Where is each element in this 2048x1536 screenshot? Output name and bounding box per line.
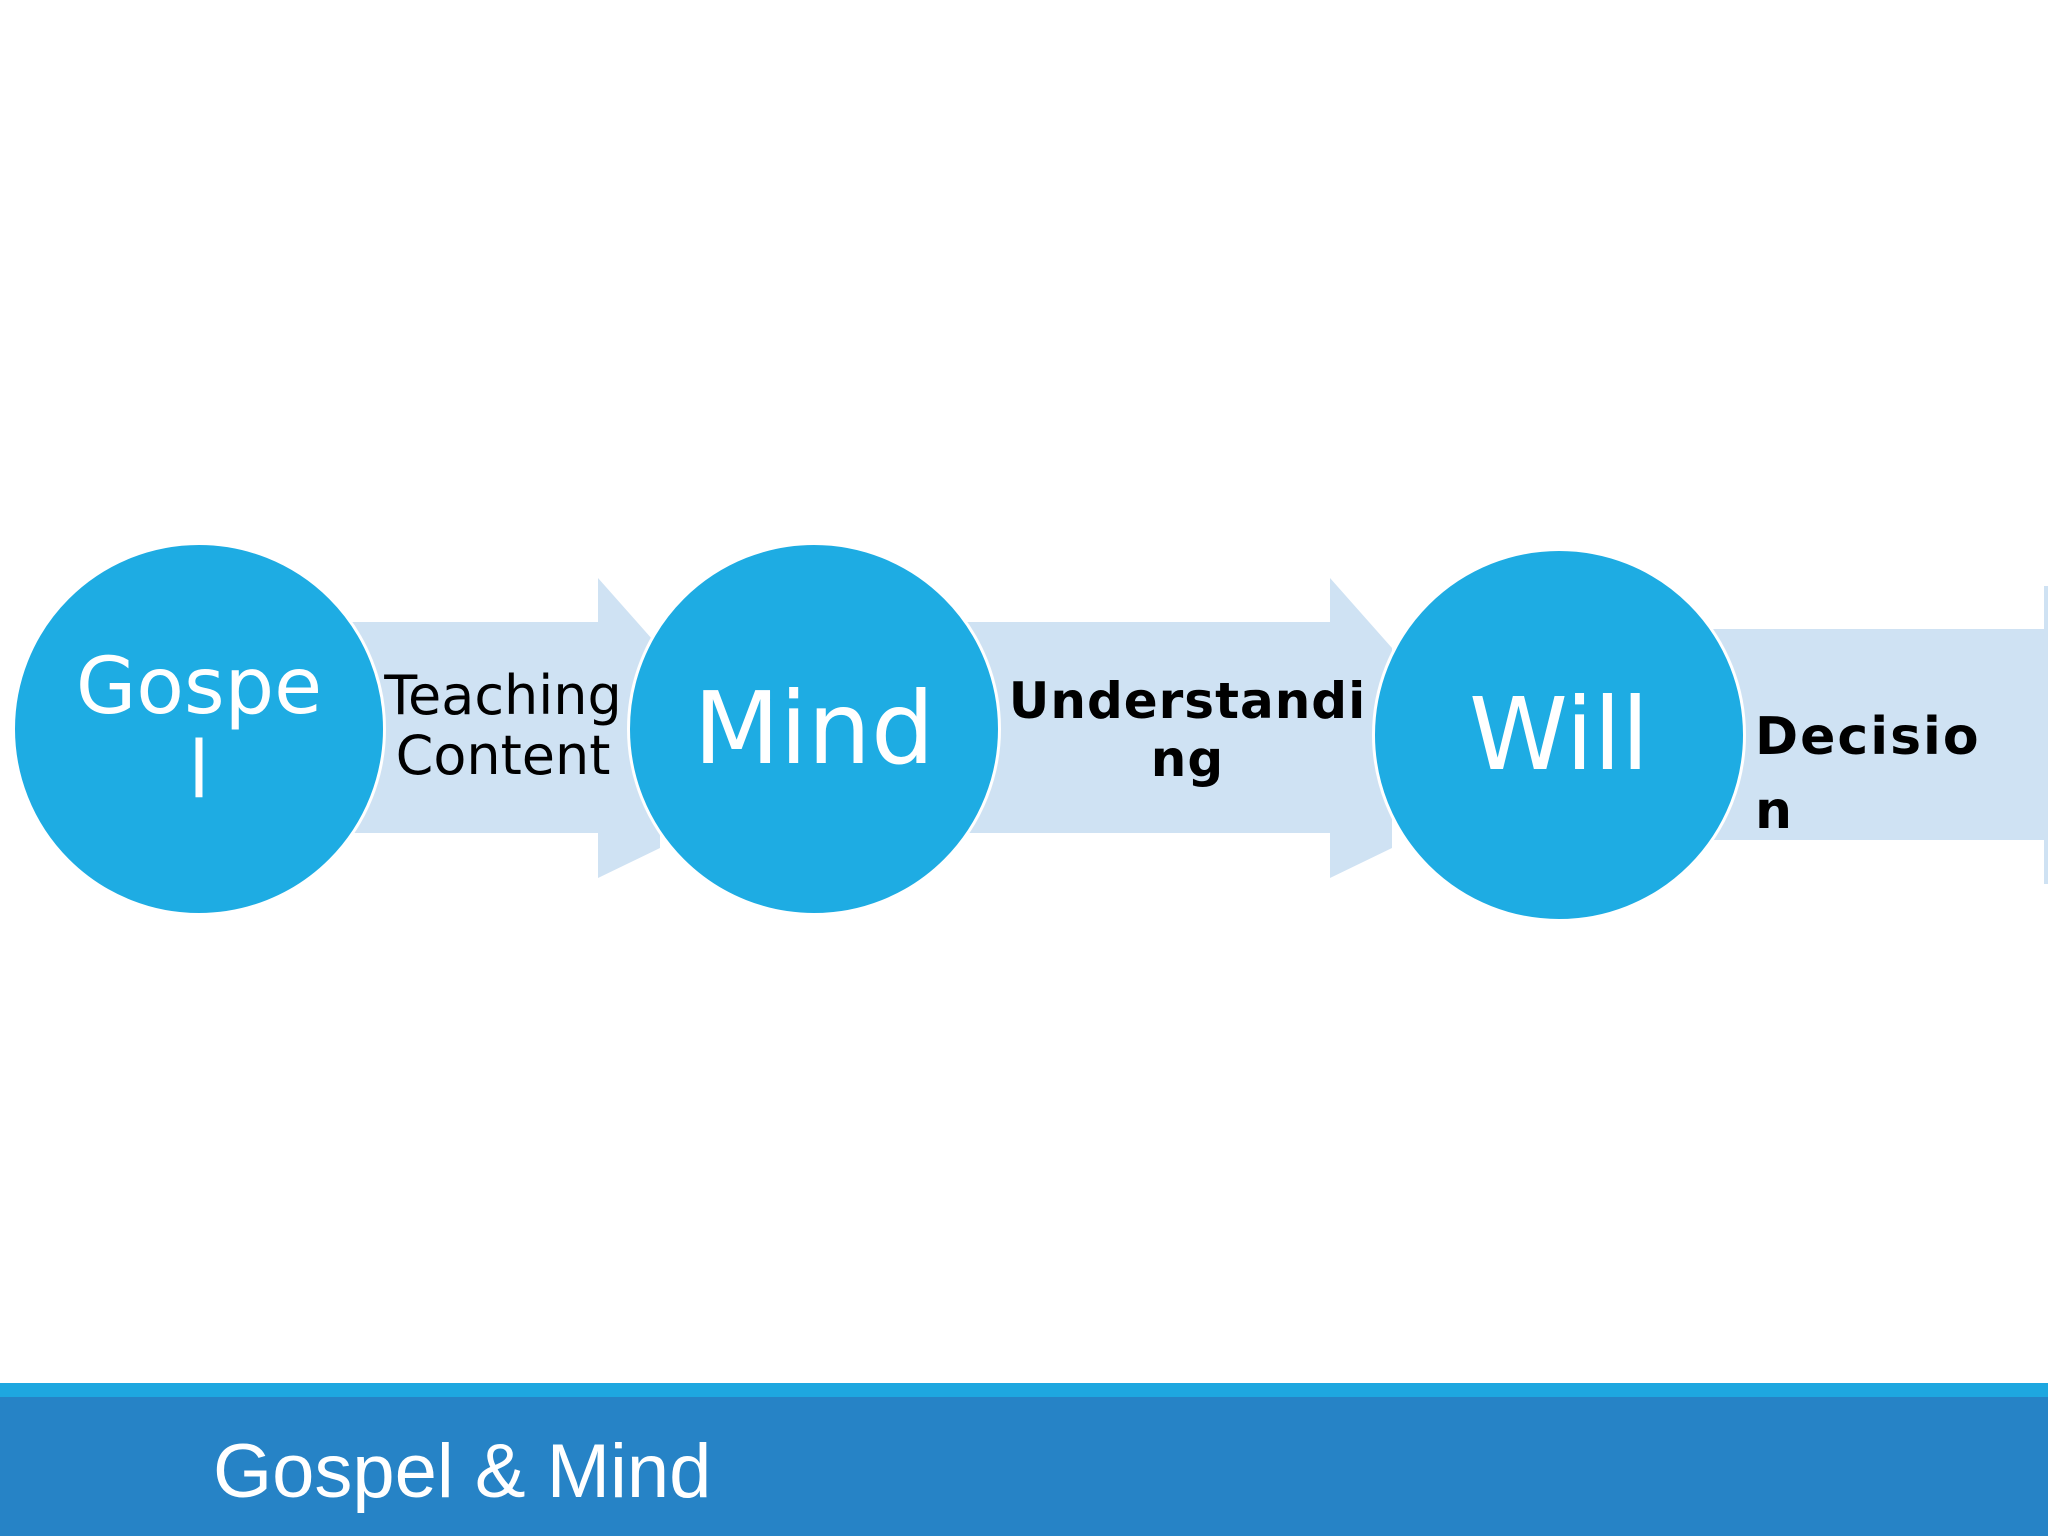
footer-bar [0,1397,2048,1536]
arrow-3 [1700,629,2048,840]
arrow-label-decision: Decision [1755,707,1981,841]
node-mind: Mind [627,542,1001,916]
arrow-label-teaching-content: Teaching Content [384,664,622,787]
arrow-1 [330,578,660,878]
node-gospel: Gospel [12,542,386,916]
arrow-3-head-edge [2044,586,2048,884]
node-mind-label: Mind [693,670,935,787]
node-will-label: Will [1468,676,1650,793]
slide-title: Gospel & Mind [213,1429,712,1514]
arrow-label-understanding: Understanding [1008,672,1367,788]
node-gospel-label: Gospel [75,642,323,816]
footer-stripe [0,1383,2048,1397]
arrow-2 [960,578,1392,878]
node-will: Will [1372,548,1746,922]
